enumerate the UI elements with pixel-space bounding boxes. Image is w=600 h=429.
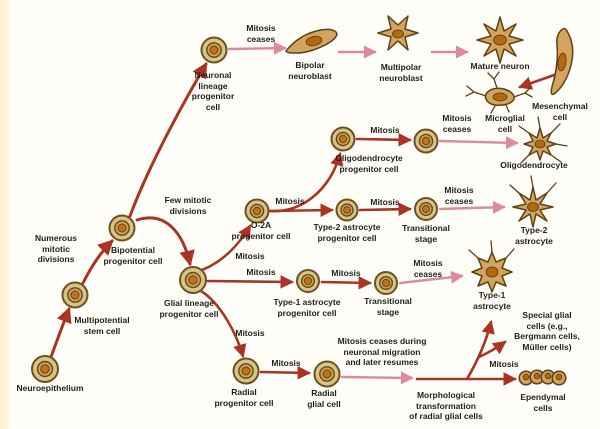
arrow-to-type1-astrocyte [398, 270, 464, 285]
label-mitosis-r3: Mitosis [331, 268, 361, 278]
oligodendrocyte-cell [518, 116, 568, 164]
label-radial-progenitor: Radial progenitor cell [214, 387, 274, 408]
label-transitional-r2: Transitional stage [402, 223, 450, 244]
label-multipotential: Multipotential stem cell [74, 315, 130, 336]
arrow-glial-to-type1-progenitor [206, 275, 295, 289]
arrow-to-bipolar [227, 41, 287, 55]
label-neuroepithelium: Neuroepithelium [16, 383, 84, 393]
label-microglial: Microglial cell [485, 113, 525, 134]
label-o2a: O-2A progenitor cell [231, 220, 291, 241]
multipotential-stem-cell [61, 281, 89, 309]
round-cells [31, 36, 439, 388]
lineage-arrows [49, 41, 562, 386]
differentiated-cells [285, 15, 574, 386]
neuroepithelium-cell [31, 355, 59, 383]
microglial-cell [465, 71, 533, 114]
glial-lineage-progenitor-cell [179, 266, 207, 294]
bipotential-progenitor-cell [108, 214, 136, 242]
label-mitosis-ceases-r1: Mitosis ceases [442, 113, 472, 134]
arrow-mesenchymal-to-microglial [518, 71, 562, 90]
label-multipolar: Multipolar neuroblast [379, 62, 423, 83]
type1-astrocyte-progenitor-cell [296, 269, 320, 293]
oligodendrocyte-progenitor-cell [330, 126, 356, 152]
label-mitosis-r2: Mitosis [370, 197, 400, 207]
label-type2-astrocyte: Type-2 astrocyte [515, 225, 553, 246]
label-mitosis-branch: Mitosis [489, 359, 519, 369]
type2-astrocyte-cell [509, 175, 557, 228]
arrow-glial-to-o2a [200, 224, 252, 272]
label-glial-lineage: Glial lineage progenitor cell [159, 298, 219, 319]
radial-glial-cell [313, 360, 341, 388]
oligodendrocyte-transitional-cell [413, 128, 439, 154]
arrow-type1-progenitor-mitosis [320, 276, 373, 290]
arrow-radial-glial-migration [340, 371, 414, 385]
label-mitosis-radial: Mitosis [271, 358, 301, 368]
arrow-branch-to-type1 [465, 320, 495, 381]
arrow-stem-to-bipotential [81, 239, 114, 285]
label-oligo-progenitor: Oligodendrocyte progenitor cell [335, 153, 403, 174]
arrow-to-oligodendrocyte [438, 136, 519, 150]
label-mitosis-glial-mid: Mitosis [246, 267, 276, 277]
label-mitosis-glial-down: Mitosis [235, 328, 265, 338]
label-mitosis-during-migration: Mitosis ceases during neuronal migration… [337, 336, 427, 367]
label-radial-glial: Radial glial cell [307, 388, 341, 409]
label-type1-progenitor: Type-1 astrocyte progenitor cell [273, 297, 341, 318]
type2-astrocyte-progenitor-cell [335, 198, 359, 222]
neuronal-lineage-progenitor-cell [200, 36, 228, 64]
transitional-stage-2-cell [414, 197, 438, 221]
arrow-radial-progenitor-mitosis [259, 366, 312, 380]
transitional-stage-3-cell [374, 271, 398, 295]
arrow-branch-to-special-glial [477, 340, 507, 359]
arrow-neuroepithelium-to-stem [49, 306, 72, 359]
arrow-oligo-progenitor-mitosis [355, 133, 413, 147]
label-type1-astrocyte: Type-1 astrocyte [473, 290, 511, 311]
label-neuronal-lineage: Neuronal lineage progenitor cell [191, 70, 235, 112]
arrow-o2a-to-type2-progenitor [268, 203, 335, 217]
label-mitosis-ceases-top: Mitosis ceases [246, 23, 276, 44]
mature-neuron-cell [476, 16, 524, 64]
type1-astrocyte-cell [468, 240, 515, 293]
mesenchymal-cell [550, 27, 574, 96]
multipolar-neuroblast-cell [377, 15, 419, 51]
label-mitosis-ceases-r3: Mitosis ceases [413, 258, 443, 279]
label-type2-progenitor: Type-2 astrocyte progenitor cell [313, 222, 381, 243]
o2a-progenitor-cell [244, 198, 270, 224]
label-mesenchymal: Mesenchymal cell [532, 101, 588, 122]
radial-progenitor-cell [232, 357, 260, 385]
bipolar-neuroblast-cell [285, 28, 338, 54]
label-mitosis-ceases-r2: Mitosis ceases [444, 185, 474, 206]
label-ependymal: Ependymal cells [520, 392, 566, 413]
label-mitosis-r1: Mitosis [370, 125, 400, 135]
label-mitosis-glial-up: Mitosis [235, 251, 265, 261]
label-special-glial: Special glial cells (e.g., Bergmann cell… [514, 310, 580, 352]
arrow-bipotential-to-glial [135, 216, 195, 267]
label-mature-neuron: Mature neuron [470, 61, 530, 71]
label-oligodendrocyte: Oligodendrocyte [500, 160, 568, 170]
label-numerous-divisions: Numerous mitotic divisions [34, 233, 78, 264]
label-mitosis-o2a: Mitosis [275, 196, 305, 206]
ependymal-cells [518, 369, 567, 386]
label-transitional-r3: Transitional stage [364, 296, 412, 317]
label-bipotential: Bipotential progenitor cell [103, 245, 163, 266]
label-few-mitotic: Few mitotic divisions [164, 195, 212, 216]
arrow-bipotential-to-neuronal [128, 61, 208, 218]
arrow-to-type2-astrocyte [438, 200, 506, 214]
label-bipolar: Bipolar neuroblast [288, 60, 332, 81]
arrow-type2-progenitor-mitosis [358, 202, 413, 216]
arrow-glial-to-radial-progenitor [199, 289, 247, 358]
label-morphological-transformation: Morphological transformation of radial g… [409, 390, 483, 421]
